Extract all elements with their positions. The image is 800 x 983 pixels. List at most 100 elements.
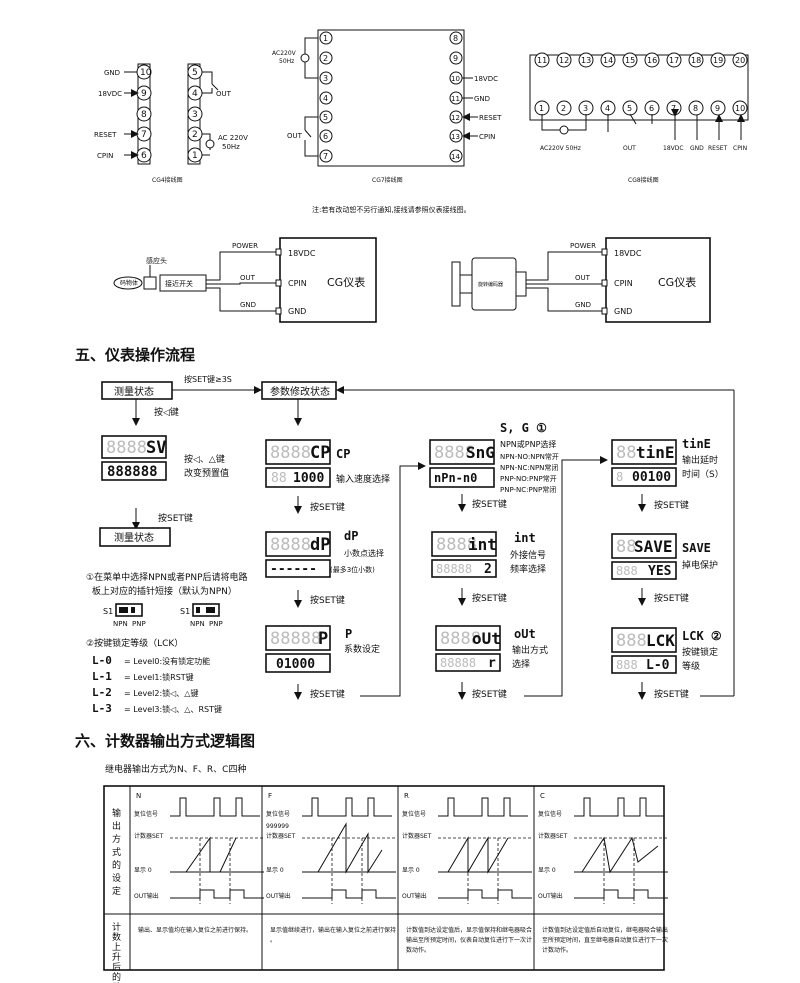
disp-bottom: 2 [484,562,492,577]
press-set-b: 按SET键 [472,592,507,604]
display-zero-label: 显示 0 [266,867,284,874]
sng-line: NPN-NO:NPN常开 [500,452,559,461]
press-set-a: 按SET键 [654,499,689,511]
section6-title: 六、计数器输出方式逻辑图 [75,732,255,750]
disp-ghost: 8888 [440,629,481,649]
pin: 8 [453,34,458,43]
cg4-caption: CG4接线图 [152,176,183,184]
cp-title: CP [336,447,350,461]
pin: 3 [323,74,328,83]
measure-state-label: 测量状态 [114,385,154,398]
pin: 7 [141,130,147,140]
note1-line1: ①在菜单中选择NPN或者PNP后请将电路 [86,571,248,583]
sng-line: NPN或PNP选择 [500,439,556,449]
pnp-label: PNP [132,620,146,628]
s1-label: S1 [103,607,113,616]
out-waveform [438,889,532,899]
pin: 5 [192,68,198,78]
press-set-b: 按SET键 [310,594,345,606]
press-set-c: 按SET键 [472,688,507,700]
row-header-text: 计数上升后的动作 [112,921,121,983]
pnp-label: PNP [209,620,223,628]
section5-title: 五、仪表操作流程 [75,346,195,364]
pin: 8 [693,104,698,113]
npn-label: NPN [190,620,205,628]
disp-ghost: 8888 [436,535,477,555]
mode-name: N [136,792,141,800]
pin: 12 [451,114,460,122]
pin: 1 [539,104,544,113]
cpin-label: CPIN [97,152,113,160]
disp-main: CP [310,443,330,463]
pin: 6 [649,104,654,113]
pin: 6 [141,151,147,161]
reset-waveform [438,797,528,817]
out-desc-1: 输出方式 [512,644,548,656]
pin: 14 [451,153,460,161]
disp-ghost: 8888 [270,535,311,555]
count-waveform [581,836,659,874]
disp-ghost: 88 [616,537,636,557]
power-label: POWER [570,242,596,250]
display-zero-label: 显示 0 [134,867,152,874]
reset-waveform [170,797,260,817]
mode-description: 输出、显示值均在输入复位之前进行保持。 [138,926,252,934]
count-waveform [317,822,383,874]
pin: 8 [141,110,147,120]
pin: 2 [192,130,198,140]
meter-label: CG仪表 [327,275,365,289]
gnd-label: GND [104,69,120,77]
press-set-c: 按SET键 [654,688,689,700]
lck-desc-1: 按键锁定 [682,646,718,658]
out-output-label: OUT输出 [402,892,427,900]
change-preset-1: 按◁、△键 [184,453,225,465]
pin: 18 [691,56,701,65]
note1-line2: 板上对应的插针短接（默认为NPN） [92,585,237,597]
cpin-label: CPIN [733,145,747,152]
pin: 4 [323,94,328,103]
note2: ②按键锁定等级（LCK） [86,637,183,649]
out-output-label: OUT输出 [538,892,563,900]
ac-label: AC220V 50Hz [540,145,581,152]
sng-display: 8888 SnG nPn-n0 [429,439,495,488]
disp-bottom: 888888 [107,464,158,480]
save-title: SAVE [682,541,711,555]
pin: 13 [451,133,460,141]
out-label: OUT [287,132,303,140]
row-header-text: 输出方式的设定 [112,807,121,897]
pin: 10 [735,104,745,113]
disp-bottom-ghost: 88 [271,471,287,486]
disp-ghost: 8888 [106,438,147,458]
ac-label: AC220V [272,50,297,57]
operation-flowchart: 测量状态 按SET键≥3S 参数修改状态 按◁键 8888 SV 888888 … [86,374,735,715]
counter-set-label: 计数器SET [538,832,568,840]
pin: 10 [451,75,460,83]
press-left: 按◁键 [154,406,179,418]
pin: 6 [323,132,328,141]
lck-title: LCK ② [682,629,722,643]
level-code: L-1 [92,670,112,683]
gnd-label: GND [240,301,256,309]
jumper-pnp: S1 NPN PNP [180,603,223,628]
mode-name: R [404,792,409,800]
disp-bottom: 00100 [632,470,671,485]
disp-bottom-ghost: 888 [616,564,638,578]
out-waveform [170,889,264,899]
cg7-left-pins: 1 2 3 4 5 6 7 [319,31,333,163]
pin: 9 [141,89,147,99]
encoder-label: 旋转编码器 [478,281,503,288]
pin: 2 [323,54,328,63]
npn-label: NPN [113,620,128,628]
level-code: L-2 [92,686,112,699]
reset-waveform [574,797,664,817]
counter-set-label: 计数器SET [402,832,432,840]
term-cpin: CPIN [614,279,633,288]
pin: 3 [583,104,588,113]
out-label: OUT [216,90,232,98]
pin: 9 [715,104,720,113]
level-code: L-0 [92,654,112,667]
term-gnd: GND [614,307,632,316]
